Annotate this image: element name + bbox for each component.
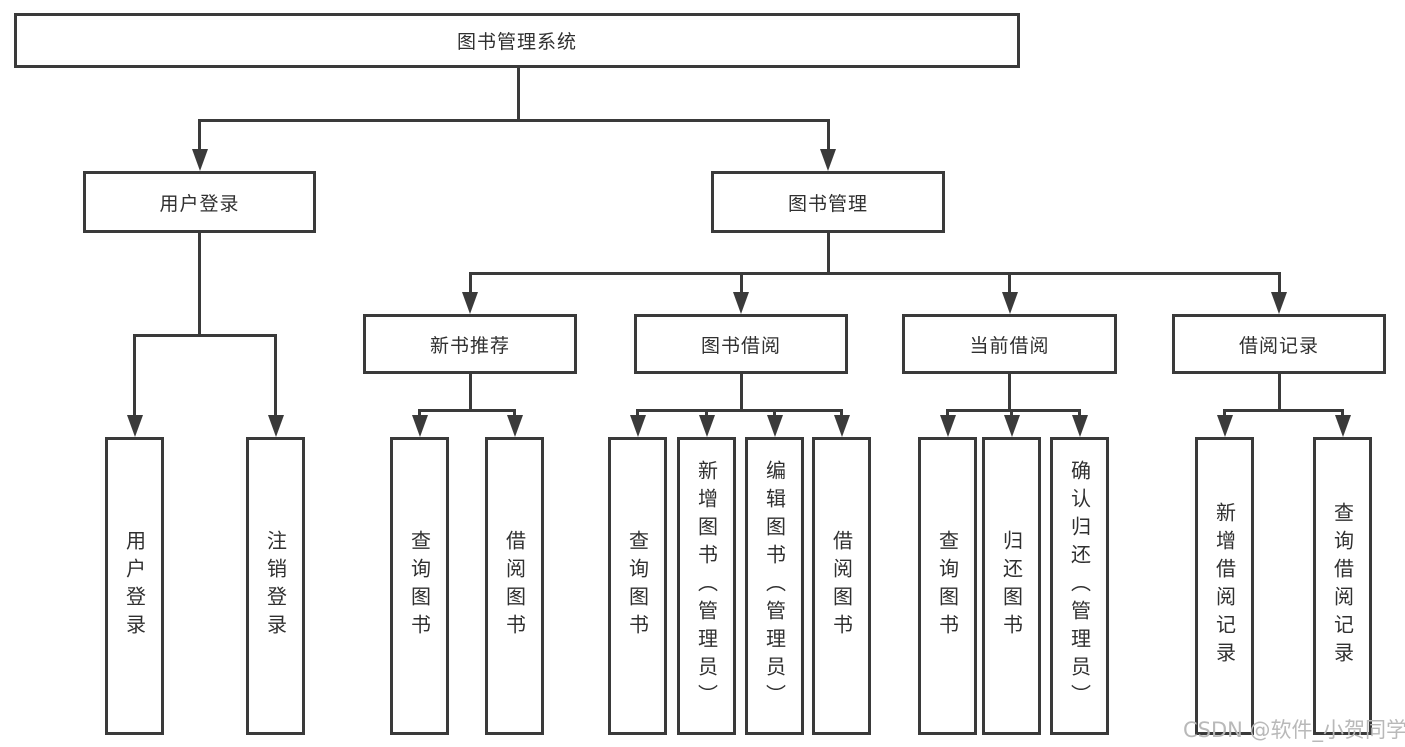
connector-line xyxy=(468,272,472,295)
node-new-book-recommend: 新书推荐 xyxy=(363,314,577,374)
leaf-query-books-recommend: 查询图书 xyxy=(390,437,449,735)
arrowhead-down-icon xyxy=(1271,292,1287,314)
node-user-login: 用户登录 xyxy=(83,171,316,233)
connector-line xyxy=(274,334,277,394)
connector-line xyxy=(133,394,136,418)
leaf-label: 用户登录 xyxy=(122,530,147,642)
connector-line xyxy=(1277,374,1281,412)
connector-line xyxy=(274,394,277,418)
node-label: 借阅记录 xyxy=(1238,334,1319,357)
arrowhead-down-icon xyxy=(766,415,783,437)
leaf-label: 借阅图书 xyxy=(502,530,527,642)
connector-line xyxy=(133,334,136,394)
arrowhead-down-icon xyxy=(1003,415,1020,437)
connector-line xyxy=(418,409,516,412)
connector-line xyxy=(773,409,776,419)
connector-line xyxy=(1223,409,1226,419)
connector-line xyxy=(1223,409,1344,412)
arrowhead-down-icon xyxy=(629,415,646,437)
leaf-label: 查询借阅记录 xyxy=(1330,502,1355,670)
arrowhead-down-icon xyxy=(267,415,284,437)
arrowhead-down-icon xyxy=(411,415,428,437)
node-library-management-system: 图书管理系统 xyxy=(14,13,1020,68)
leaf-query-books-current: 查询图书 xyxy=(918,437,977,735)
leaf-add-borrow-record: 新增借阅记录 xyxy=(1195,437,1254,735)
connector-line xyxy=(739,272,743,295)
node-label: 图书借阅 xyxy=(700,334,781,357)
leaf-confirm-return-admin: 确认归还（管理员） xyxy=(1050,437,1109,735)
connector-line xyxy=(826,233,830,275)
arrowhead-down-icon xyxy=(191,149,208,171)
arrowhead-down-icon xyxy=(1216,415,1233,437)
connector-line xyxy=(840,409,843,419)
connector-line xyxy=(636,409,843,412)
node-borrow-records: 借阅记录 xyxy=(1172,314,1386,374)
arrowhead-down-icon xyxy=(1334,415,1351,437)
leaf-label: 新增图书（管理员） xyxy=(694,460,719,712)
csdn-watermark: CSDN @软件_小贺同学 xyxy=(1183,718,1405,742)
connector-line xyxy=(133,334,277,337)
node-book-borrow: 图书借阅 xyxy=(634,314,848,374)
connector-line xyxy=(468,374,472,412)
node-label: 图书管理 xyxy=(787,192,868,215)
connector-line xyxy=(1277,272,1281,295)
arrowhead-down-icon xyxy=(733,292,749,314)
arrowhead-down-icon xyxy=(820,149,836,171)
connector-line xyxy=(705,409,708,419)
leaf-add-book-admin: 新增图书（管理员） xyxy=(677,437,736,735)
leaf-label: 确认归还（管理员） xyxy=(1067,460,1092,712)
connector-line xyxy=(1078,409,1081,419)
leaf-label: 编辑图书（管理员） xyxy=(762,460,787,712)
connector-line xyxy=(198,233,201,337)
leaf-edit-book-admin: 编辑图书（管理员） xyxy=(745,437,804,735)
connector-line xyxy=(636,409,639,419)
connector-line xyxy=(198,119,830,122)
leaf-label: 查询图书 xyxy=(625,530,650,642)
node-label: 图书管理系统 xyxy=(456,31,577,53)
node-current-borrow: 当前借阅 xyxy=(902,314,1117,374)
leaf-borrow-books: 借阅图书 xyxy=(812,437,871,735)
leaf-borrow-books-recommend: 借阅图书 xyxy=(485,437,544,735)
arrowhead-down-icon xyxy=(462,292,478,314)
connector-line xyxy=(1008,374,1011,412)
connector-line xyxy=(513,409,516,419)
leaf-logout: 注销登录 xyxy=(246,437,305,735)
leaf-label: 查询图书 xyxy=(407,530,432,642)
leaf-label: 归还图书 xyxy=(999,530,1024,642)
arrowhead-down-icon xyxy=(506,415,523,437)
connector-line xyxy=(418,409,421,419)
arrowhead-down-icon xyxy=(1071,415,1088,437)
leaf-label: 借阅图书 xyxy=(829,530,854,642)
connector-line xyxy=(826,119,830,152)
connector-line xyxy=(946,409,1081,412)
arrowhead-down-icon xyxy=(1001,292,1018,314)
leaf-label: 新增借阅记录 xyxy=(1212,502,1237,670)
node-label: 当前借阅 xyxy=(969,334,1050,357)
node-label: 用户登录 xyxy=(159,192,240,215)
leaf-query-borrow-record: 查询借阅记录 xyxy=(1313,437,1372,735)
connector-line xyxy=(946,409,949,419)
leaf-query-books-borrow: 查询图书 xyxy=(608,437,667,735)
connector-line xyxy=(1008,272,1011,295)
arrowhead-down-icon xyxy=(698,415,715,437)
arrowhead-down-icon xyxy=(126,415,143,437)
connector-line xyxy=(1010,409,1013,419)
connector-line xyxy=(468,272,1280,275)
connector-line xyxy=(516,68,520,122)
connector-line xyxy=(1341,409,1344,419)
arrowhead-down-icon xyxy=(939,415,956,437)
node-label: 新书推荐 xyxy=(429,334,510,357)
leaf-user-login: 用户登录 xyxy=(105,437,164,735)
node-book-management: 图书管理 xyxy=(711,171,945,233)
leaf-label: 注销登录 xyxy=(263,530,288,642)
leaf-label: 查询图书 xyxy=(935,530,960,642)
arrowhead-down-icon xyxy=(833,415,850,437)
leaf-return-books: 归还图书 xyxy=(982,437,1041,735)
connector-line xyxy=(198,119,201,152)
connector-line xyxy=(739,374,743,412)
